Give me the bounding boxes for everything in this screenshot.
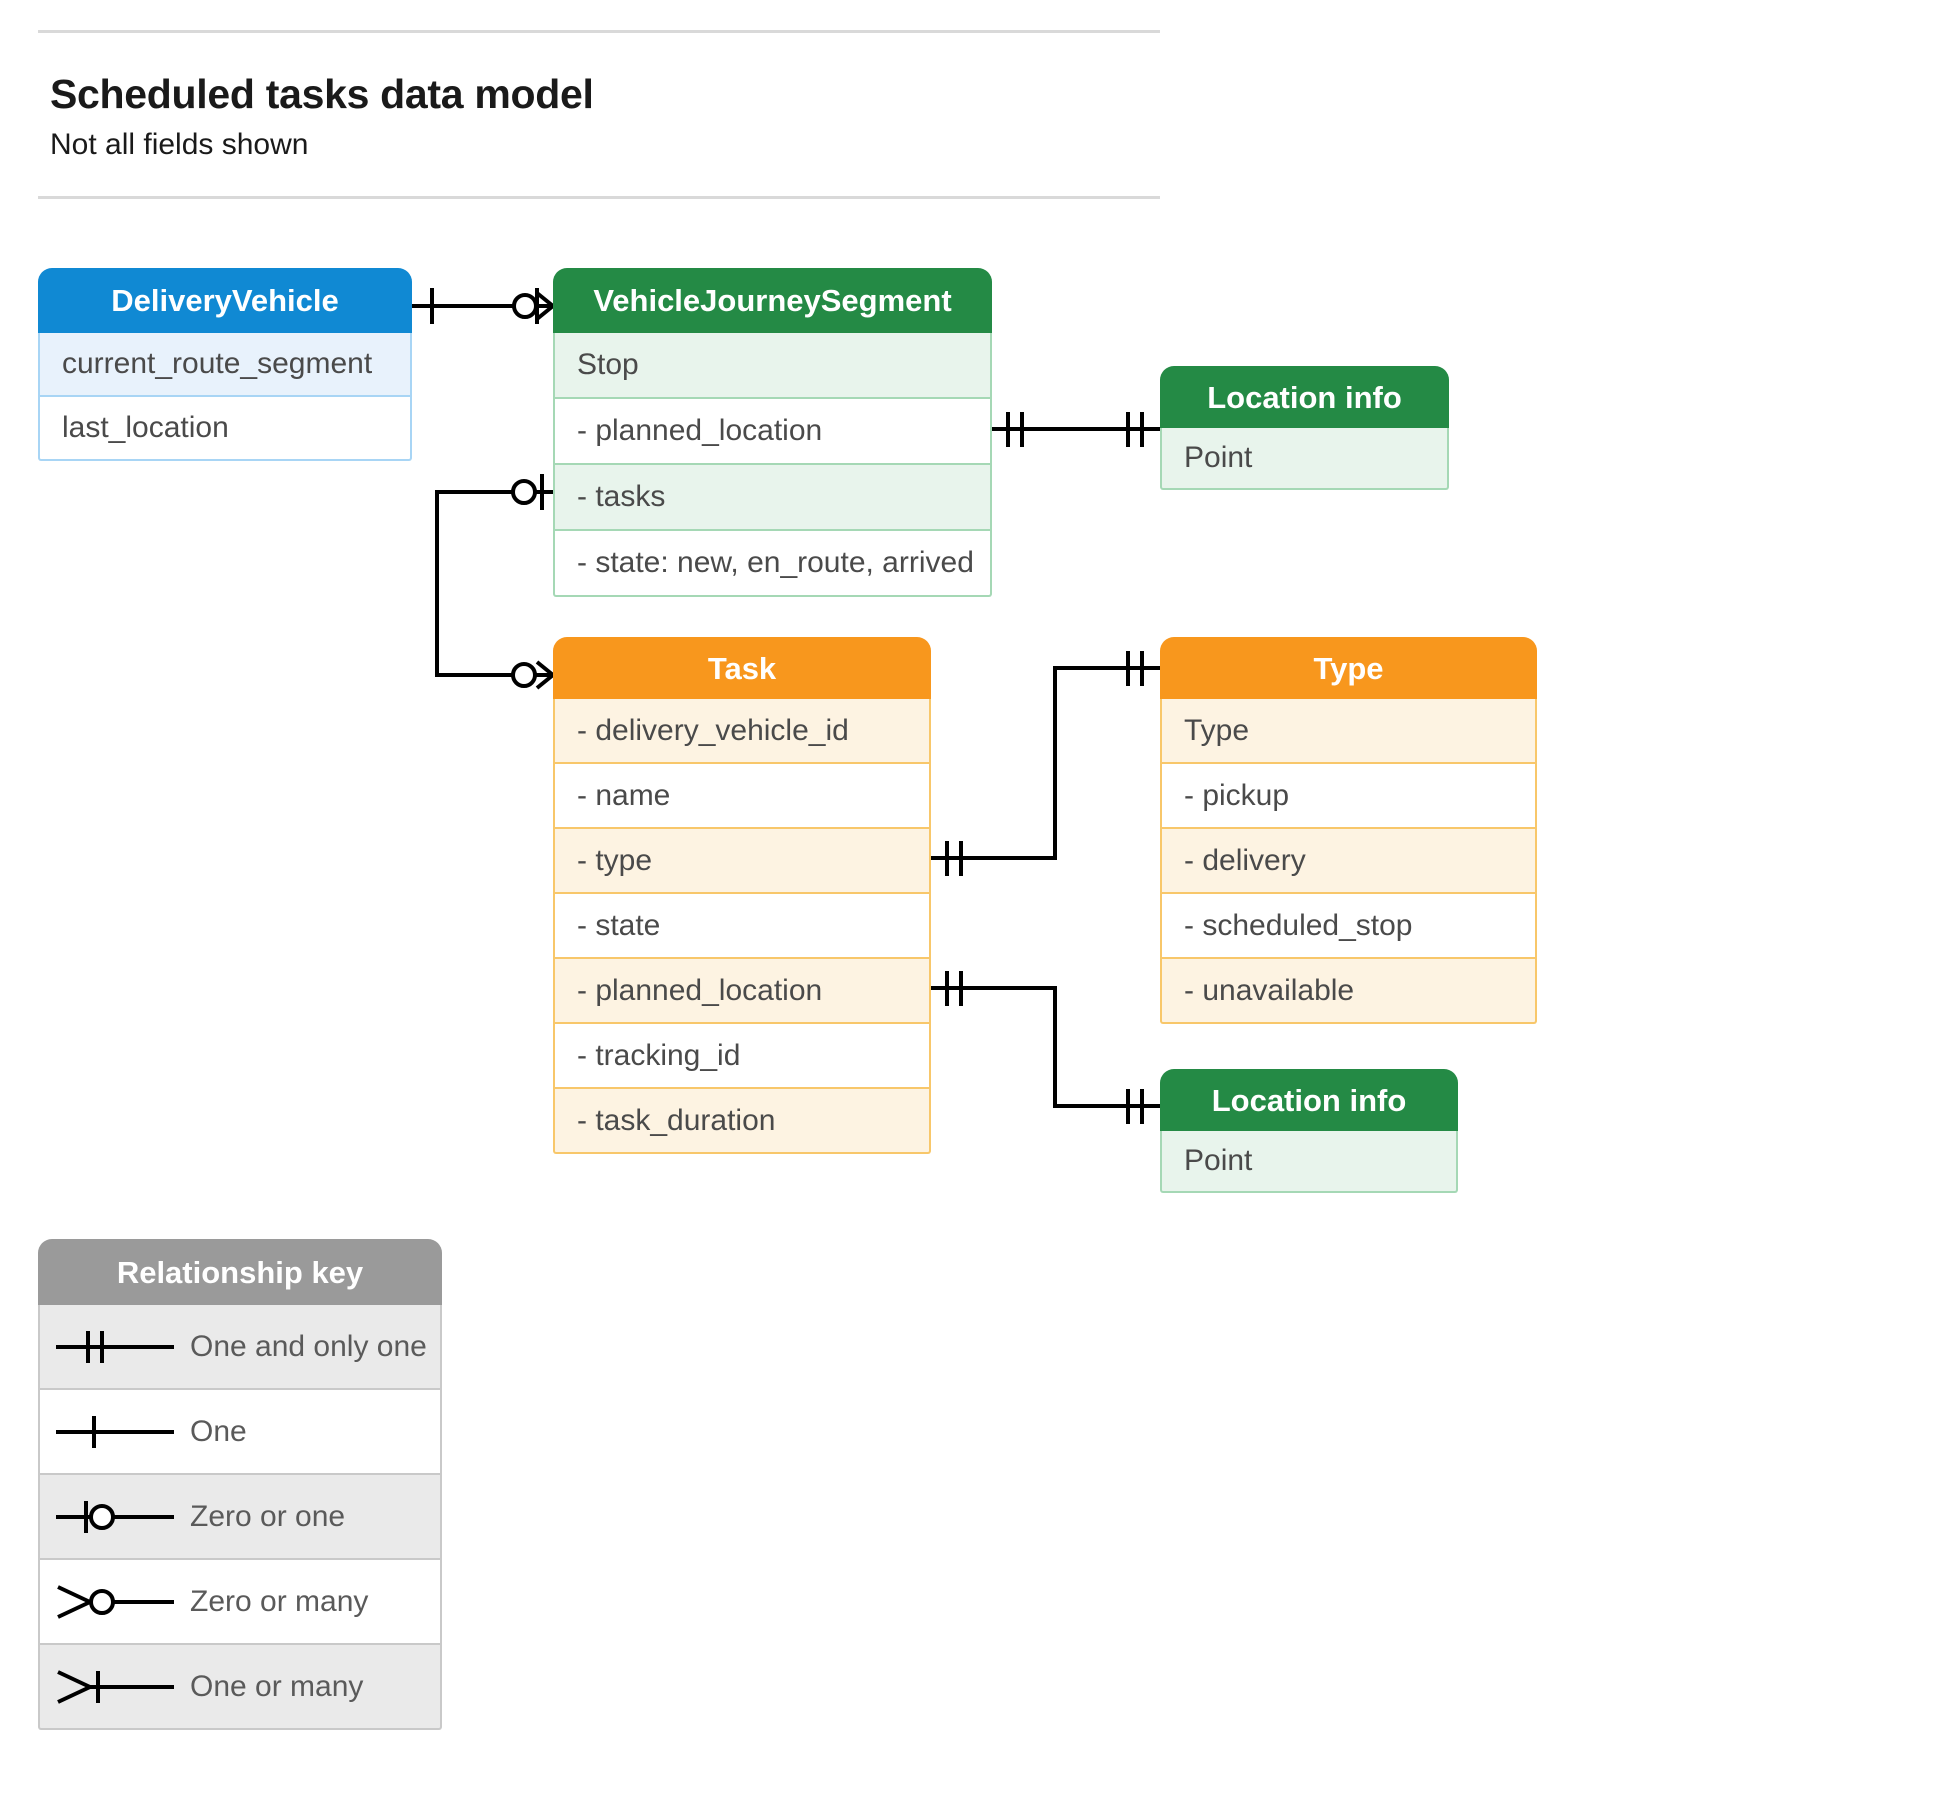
field-type-pickup: - pickup (1160, 764, 1537, 829)
legend-item-one: One (38, 1390, 442, 1475)
field-task-duration: - task_duration (553, 1089, 931, 1154)
field-planned-location: - planned_location (553, 399, 992, 465)
field-stop: Stop (553, 333, 992, 399)
field-current-route-segment: current_route_segment (38, 333, 412, 397)
field-tasks: - tasks (553, 465, 992, 531)
legend-label-zero-or-one: Zero or one (190, 1499, 346, 1533)
field-type-scheduled-stop: - scheduled_stop (1160, 894, 1537, 959)
field-point-bottom: Point (1160, 1131, 1458, 1193)
zero-or-many-icon (40, 1580, 190, 1624)
entity-location-info-top[interactable]: Location info Point (1160, 366, 1449, 490)
entity-vehicle-journey-segment[interactable]: VehicleJourneySegment Stop - planned_loc… (553, 268, 992, 597)
legend-label-zero-or-many: Zero or many (190, 1584, 369, 1618)
one-icon (40, 1410, 190, 1454)
connector-tasks-to-task (435, 474, 555, 690)
zero-or-one-icon (40, 1495, 190, 1539)
connector-deliveryvehicle-to-journeysegment (412, 288, 555, 324)
entity-task-title: Task (553, 637, 931, 699)
one-or-many-icon (40, 1665, 190, 1709)
entity-location-info-top-title: Location info (1160, 366, 1449, 428)
field-type-label: Type (1160, 699, 1537, 764)
field-task-type: - type (553, 829, 931, 894)
field-task-state: - state (553, 894, 931, 959)
legend-label-one-and-only-one: One and only one (190, 1329, 427, 1363)
legend-item-one-and-only-one: One and only one (38, 1305, 442, 1390)
one-and-only-one-icon (40, 1325, 190, 1369)
field-task-name: - name (553, 764, 931, 829)
entity-type[interactable]: Type Type - pickup - delivery - schedule… (1160, 637, 1537, 1024)
connector-task-type-to-type (931, 651, 1160, 876)
page-title: Scheduled tasks data model (50, 71, 594, 117)
field-state: - state: new, en_route, arrived (553, 531, 992, 597)
legend-item-one-or-many: One or many (38, 1645, 442, 1730)
field-type-delivery: - delivery (1160, 829, 1537, 894)
field-point-top: Point (1160, 428, 1449, 490)
entity-task[interactable]: Task - delivery_vehicle_id - name - type… (553, 637, 931, 1154)
field-task-planned-location: - planned_location (553, 959, 931, 1024)
entity-location-info-bottom-title: Location info (1160, 1069, 1458, 1131)
entity-type-title: Type (1160, 637, 1537, 699)
field-delivery-vehicle-id: - delivery_vehicle_id (553, 699, 931, 764)
entity-vehicle-journey-segment-title: VehicleJourneySegment (553, 268, 992, 333)
header-rule-bottom (38, 196, 1160, 199)
connector-task-planned-location-to-location-info-bottom (931, 971, 1160, 1124)
document-header: Scheduled tasks data model Not all field… (38, 30, 1160, 199)
legend-title: Relationship key (38, 1239, 442, 1305)
legend-item-zero-or-one: Zero or one (38, 1475, 442, 1560)
connector-planned-location-to-location-info-top (992, 412, 1160, 447)
legend-label-one: One (190, 1414, 247, 1448)
relationship-key-legend: Relationship key One and only one One (38, 1239, 442, 1730)
field-type-unavailable: - unavailable (1160, 959, 1537, 1024)
legend-item-zero-or-many: Zero or many (38, 1560, 442, 1645)
entity-delivery-vehicle-title: DeliveryVehicle (38, 268, 412, 333)
legend-label-one-or-many: One or many (190, 1669, 364, 1703)
header-rule-top (38, 30, 1160, 33)
field-tracking-id: - tracking_id (553, 1024, 931, 1089)
field-last-location: last_location (38, 397, 412, 461)
entity-location-info-bottom[interactable]: Location info Point (1160, 1069, 1458, 1193)
entity-delivery-vehicle[interactable]: DeliveryVehicle current_route_segment la… (38, 268, 412, 461)
page-subtitle: Not all fields shown (50, 128, 309, 161)
